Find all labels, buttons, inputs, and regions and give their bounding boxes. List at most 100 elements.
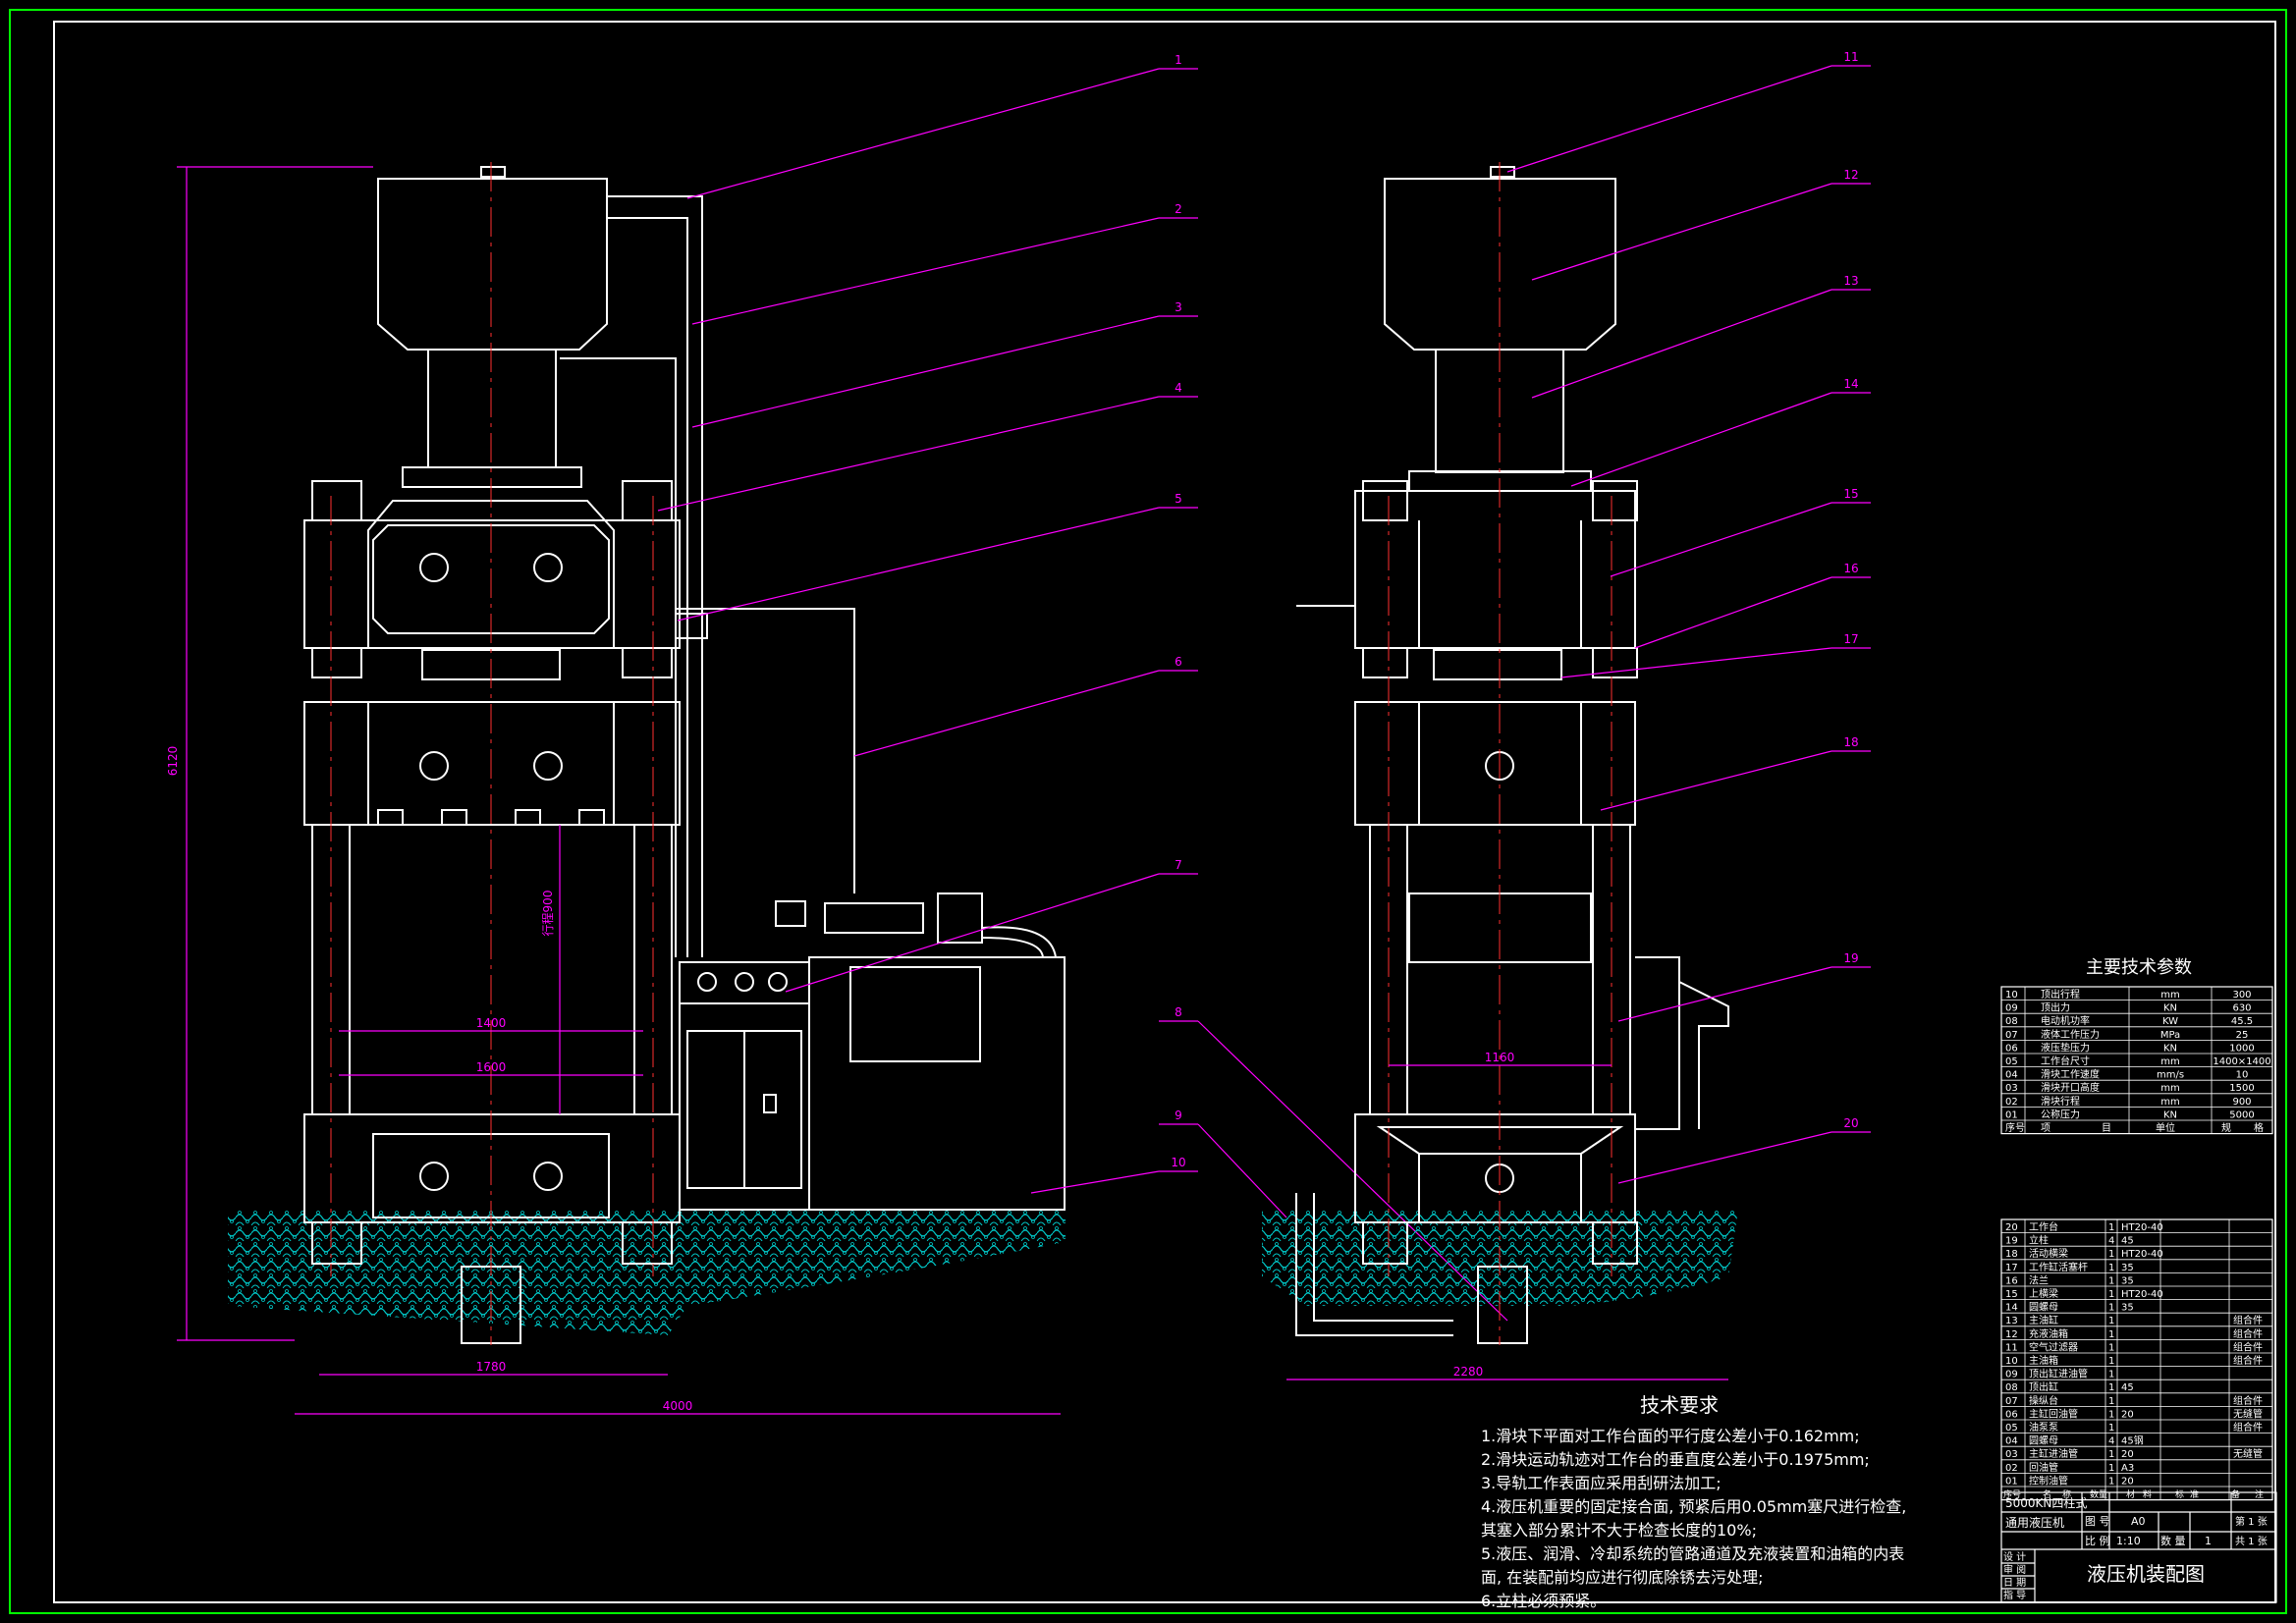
tb-sheet: 第 1 张 bbox=[2235, 1515, 2268, 1528]
parts-cell: 1 bbox=[2108, 1316, 2114, 1326]
parts-cell: 1 bbox=[2108, 1342, 2114, 1353]
parts-cell: 组合件 bbox=[2233, 1394, 2263, 1407]
parts-cell: 组合件 bbox=[2233, 1314, 2263, 1326]
tb-scale: 1:10 bbox=[2116, 1535, 2141, 1547]
dim-2280: 2280 bbox=[1453, 1365, 1484, 1379]
parts-cell: HT20-40 bbox=[2121, 1222, 2163, 1233]
parts-cell: 1 bbox=[2108, 1476, 2114, 1487]
callout-13: 13 bbox=[1843, 274, 1858, 288]
params-cell-value: 300 bbox=[2232, 990, 2251, 1001]
parts-cell: 法兰 bbox=[2029, 1273, 2049, 1286]
tb-role-4: 指 导 bbox=[2003, 1589, 2026, 1601]
params-cell-value: 1500 bbox=[2229, 1083, 2254, 1094]
parts-cell: 07 bbox=[2005, 1396, 2018, 1407]
parts-cell: 无缝管 bbox=[2233, 1447, 2263, 1460]
parts-cell: 18 bbox=[2005, 1249, 2018, 1260]
parts-cell: 无缝管 bbox=[2233, 1407, 2263, 1420]
parts-cell: 顶出缸进油管 bbox=[2029, 1368, 2088, 1380]
parts-cell: 1 bbox=[2108, 1370, 2114, 1380]
parts-header-cell: 名 bbox=[2043, 1488, 2051, 1500]
tech-requirements: 技术要求 1.滑块下平面对工作台面的平行度公差小于0.162mm; 2.滑块运动… bbox=[1481, 1393, 1906, 1610]
tb-model: 5000KN四柱式 bbox=[2005, 1495, 2087, 1510]
parts-cell: 16 bbox=[2005, 1275, 2018, 1286]
parts-cell: 1 bbox=[2108, 1356, 2114, 1367]
tech-line-3: 3.导轨工作表面应采用刮研法加工; bbox=[1481, 1474, 1722, 1492]
parts-cell: 1 bbox=[2108, 1275, 2114, 1286]
parts-cell: 1 bbox=[2108, 1382, 2114, 1393]
params-cell-value: 10 bbox=[2236, 1070, 2249, 1081]
params-title: 主要技术参数 bbox=[2086, 957, 2192, 978]
parts-cell: 01 bbox=[2005, 1476, 2018, 1487]
params-header-cell: 目 bbox=[2102, 1123, 2111, 1134]
callout-1: 1 bbox=[1175, 53, 1182, 67]
callout-19: 19 bbox=[1843, 951, 1858, 965]
dim-1160: 1160 bbox=[1485, 1051, 1515, 1064]
parts-cell: 1 bbox=[2108, 1449, 2114, 1460]
tb-title: 液压机装配图 bbox=[2087, 1562, 2205, 1586]
parts-cell: 4 bbox=[2108, 1436, 2114, 1447]
parts-cell: 15 bbox=[2005, 1289, 2018, 1300]
dim-1600: 1600 bbox=[476, 1060, 507, 1074]
tb-machine: 通用液压机 bbox=[2005, 1515, 2064, 1530]
parts-cell: 14 bbox=[2005, 1303, 2018, 1314]
params-cell-item: 滑块工作速度 bbox=[2041, 1068, 2100, 1081]
front-dimensions bbox=[177, 166, 1061, 1415]
parts-cell: 主缸进油管 bbox=[2029, 1447, 2078, 1460]
params-cell-no: 08 bbox=[2005, 1016, 2018, 1027]
params-cell-no: 05 bbox=[2005, 1056, 2018, 1067]
parts-cell: HT20-40 bbox=[2121, 1249, 2163, 1260]
params-frame bbox=[2000, 986, 2273, 1135]
parts-header-cell: 序号 bbox=[2003, 1488, 2021, 1500]
callout-18: 18 bbox=[1843, 735, 1858, 749]
parts-cell: 1 bbox=[2108, 1463, 2114, 1474]
dim-1400: 1400 bbox=[476, 1016, 507, 1030]
parts-cell: 1 bbox=[2108, 1249, 2114, 1260]
tech-title: 技术要求 bbox=[1640, 1393, 1719, 1417]
parts-cell: 1 bbox=[2108, 1289, 2114, 1300]
parts-cell: 组合件 bbox=[2233, 1421, 2263, 1434]
parts-cell: 组合件 bbox=[2233, 1354, 2263, 1367]
callout-9: 9 bbox=[1175, 1109, 1182, 1122]
tech-line-7: 面, 在装配前均应进行彻底除锈去污处理; bbox=[1481, 1568, 1764, 1587]
parts-cell: 09 bbox=[2005, 1370, 2018, 1380]
parts-header-cell: 数量 bbox=[2090, 1488, 2107, 1500]
params-cell-unit: mm bbox=[2160, 990, 2179, 1001]
params-cell-unit: KN bbox=[2163, 1109, 2177, 1120]
dim-1780: 1780 bbox=[476, 1360, 507, 1374]
leaders-left bbox=[657, 68, 1508, 1322]
parts-cell: 操纵台 bbox=[2029, 1394, 2058, 1407]
params-cell-unit: KN bbox=[2163, 1043, 2177, 1054]
parts-cell: 圆螺母 bbox=[2029, 1302, 2058, 1314]
params-cell-unit: KW bbox=[2162, 1016, 2178, 1027]
parts-cell: 主缸回油管 bbox=[2029, 1407, 2078, 1420]
parts-cell: 回油管 bbox=[2029, 1461, 2058, 1474]
callout-4: 4 bbox=[1175, 381, 1182, 395]
parts-cell: 1 bbox=[2108, 1409, 2114, 1420]
params-cell-item: 顶出力 bbox=[2041, 1001, 2070, 1014]
callout-20: 20 bbox=[1843, 1116, 1858, 1130]
parts-cell: 17 bbox=[2005, 1263, 2018, 1273]
parts-cell: 35 bbox=[2121, 1303, 2134, 1314]
parts-cell: 02 bbox=[2005, 1463, 2018, 1474]
params-header-cell: 格 bbox=[2254, 1121, 2264, 1134]
params-cell-no: 10 bbox=[2005, 990, 2018, 1001]
parts-cell: 主油缸 bbox=[2029, 1314, 2058, 1326]
parts-cell: 10 bbox=[2005, 1356, 2018, 1367]
parts-frame bbox=[2000, 1218, 2273, 1501]
parts-cell: 立柱 bbox=[2029, 1234, 2049, 1247]
parts-header-cell: 称 bbox=[2062, 1488, 2071, 1500]
params-cell-item: 电动机功率 bbox=[2041, 1014, 2090, 1027]
params-header-cell: 规 bbox=[2221, 1121, 2231, 1134]
params-cell-value: 25 bbox=[2236, 1030, 2249, 1041]
parts-header-cell: 标 bbox=[2175, 1488, 2184, 1500]
callout-17: 17 bbox=[1843, 632, 1858, 646]
parts-cell: 组合件 bbox=[2233, 1340, 2263, 1353]
side-dimensions bbox=[1286, 1064, 1728, 1380]
parts-header-cell: 料 bbox=[2143, 1488, 2152, 1500]
params-cell-value: 900 bbox=[2232, 1097, 2251, 1108]
params-cell-value: 1000 bbox=[2229, 1043, 2254, 1054]
parts-header-cell: 备 bbox=[2231, 1488, 2240, 1500]
params-cell-item: 液体工作压力 bbox=[2041, 1028, 2100, 1041]
parts-cell: 20 bbox=[2121, 1449, 2134, 1460]
params-cell-no: 03 bbox=[2005, 1083, 2018, 1094]
